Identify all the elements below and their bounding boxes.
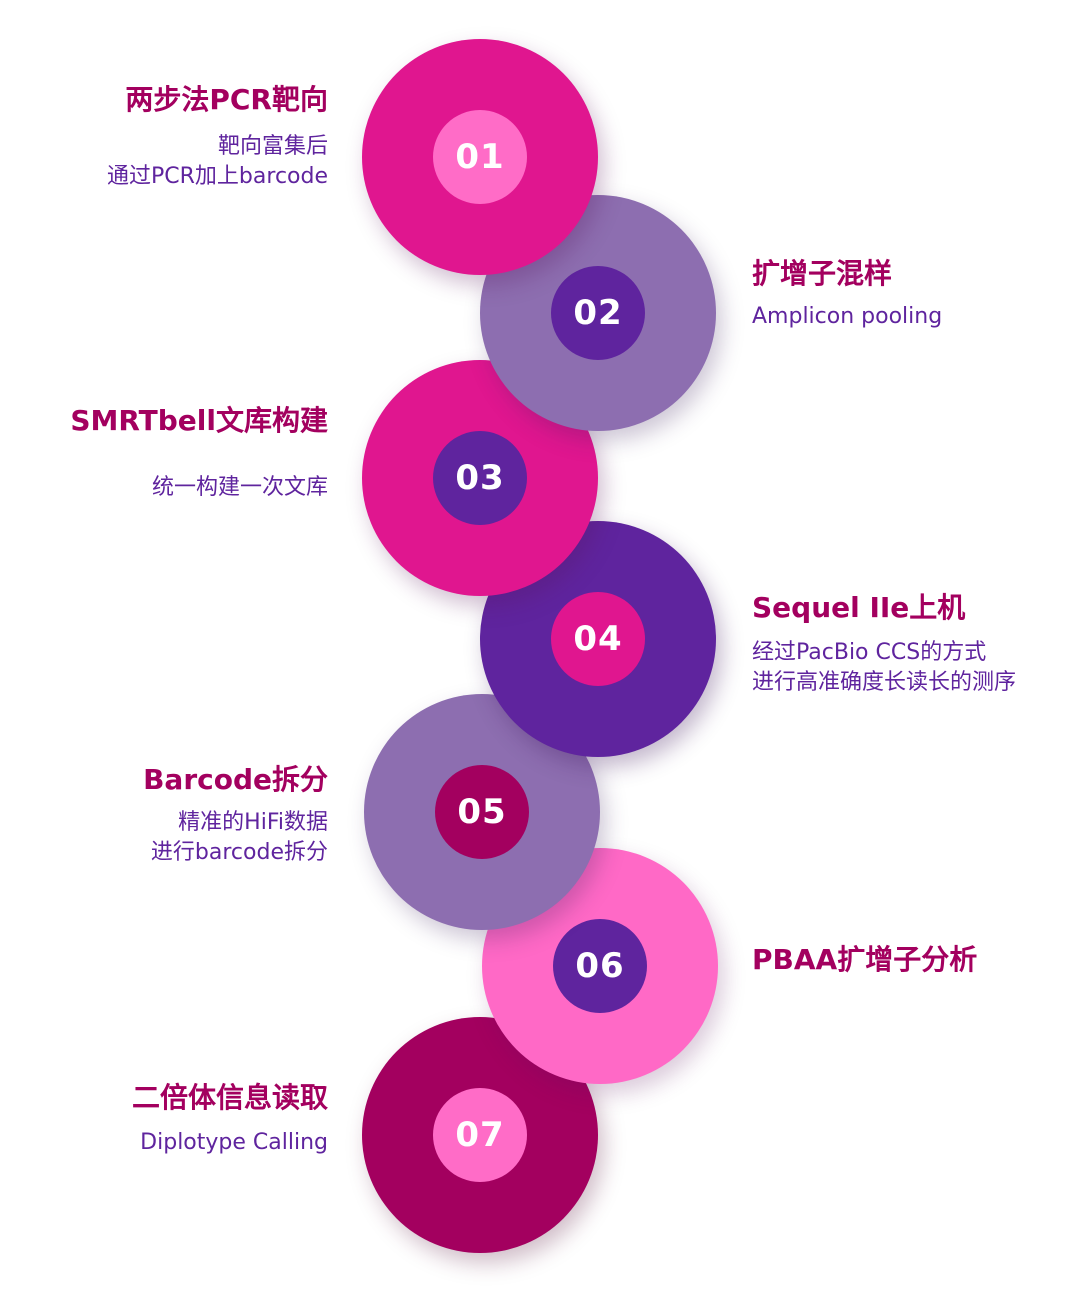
step-circle-01: 01 [362, 39, 598, 275]
step-number-badge: 04 [551, 592, 645, 686]
step-title: Sequel IIe上机 [752, 591, 966, 624]
step-label-07: 二倍体信息读取 Diplotype Calling [132, 1080, 328, 1158]
step-label-03: SMRTbell文库构建 统一构建一次文库 [70, 403, 328, 503]
step-description-line: 经过PacBio CCS的方式 [752, 640, 987, 665]
step-description-line: Amplicon pooling [752, 304, 943, 329]
step-number-badge: 03 [433, 431, 527, 525]
step-label-05: Barcode拆分 精准的HiFi数据 进行barcode拆分 [143, 762, 328, 868]
step-title: Barcode拆分 [143, 763, 328, 796]
step-circle-02: 02 [480, 195, 716, 431]
step-number-badge: 06 [553, 919, 647, 1013]
step-title: 两步法PCR靶向 [125, 83, 328, 116]
step-description-line: 通过PCR加上barcode [107, 164, 328, 189]
step-number-badge: 02 [551, 266, 645, 360]
step-description-line: 进行高准确度长读长的测序 [752, 670, 1017, 695]
step-label-01: 两步法PCR靶向 靶向富集后 通过PCR加上barcode [107, 82, 328, 192]
step-description-line: 精准的HiFi数据 [178, 810, 328, 835]
step-label-02: 扩增子混样 Amplicon pooling [752, 256, 942, 332]
step-number-badge: 01 [433, 110, 527, 204]
step-label-06: PBAA扩增子分析 [752, 942, 977, 978]
step-description-line: 进行barcode拆分 [150, 840, 328, 865]
step-description-line: Diplotype Calling [140, 1130, 328, 1155]
step-description-line: 靶向富集后 [217, 134, 328, 159]
step-number-badge: 07 [433, 1088, 527, 1182]
step-description-line: 统一构建一次文库 [151, 475, 328, 500]
step-title: SMRTbell文库构建 [70, 404, 328, 437]
step-title: PBAA扩增子分析 [752, 943, 978, 976]
step-title: 扩增子混样 [752, 257, 893, 290]
step-label-04: Sequel IIe上机 经过PacBio CCS的方式 进行高准确度长读长的测… [752, 590, 1016, 698]
step-title: 二倍体信息读取 [131, 1081, 328, 1114]
step-number-badge: 05 [435, 765, 529, 859]
